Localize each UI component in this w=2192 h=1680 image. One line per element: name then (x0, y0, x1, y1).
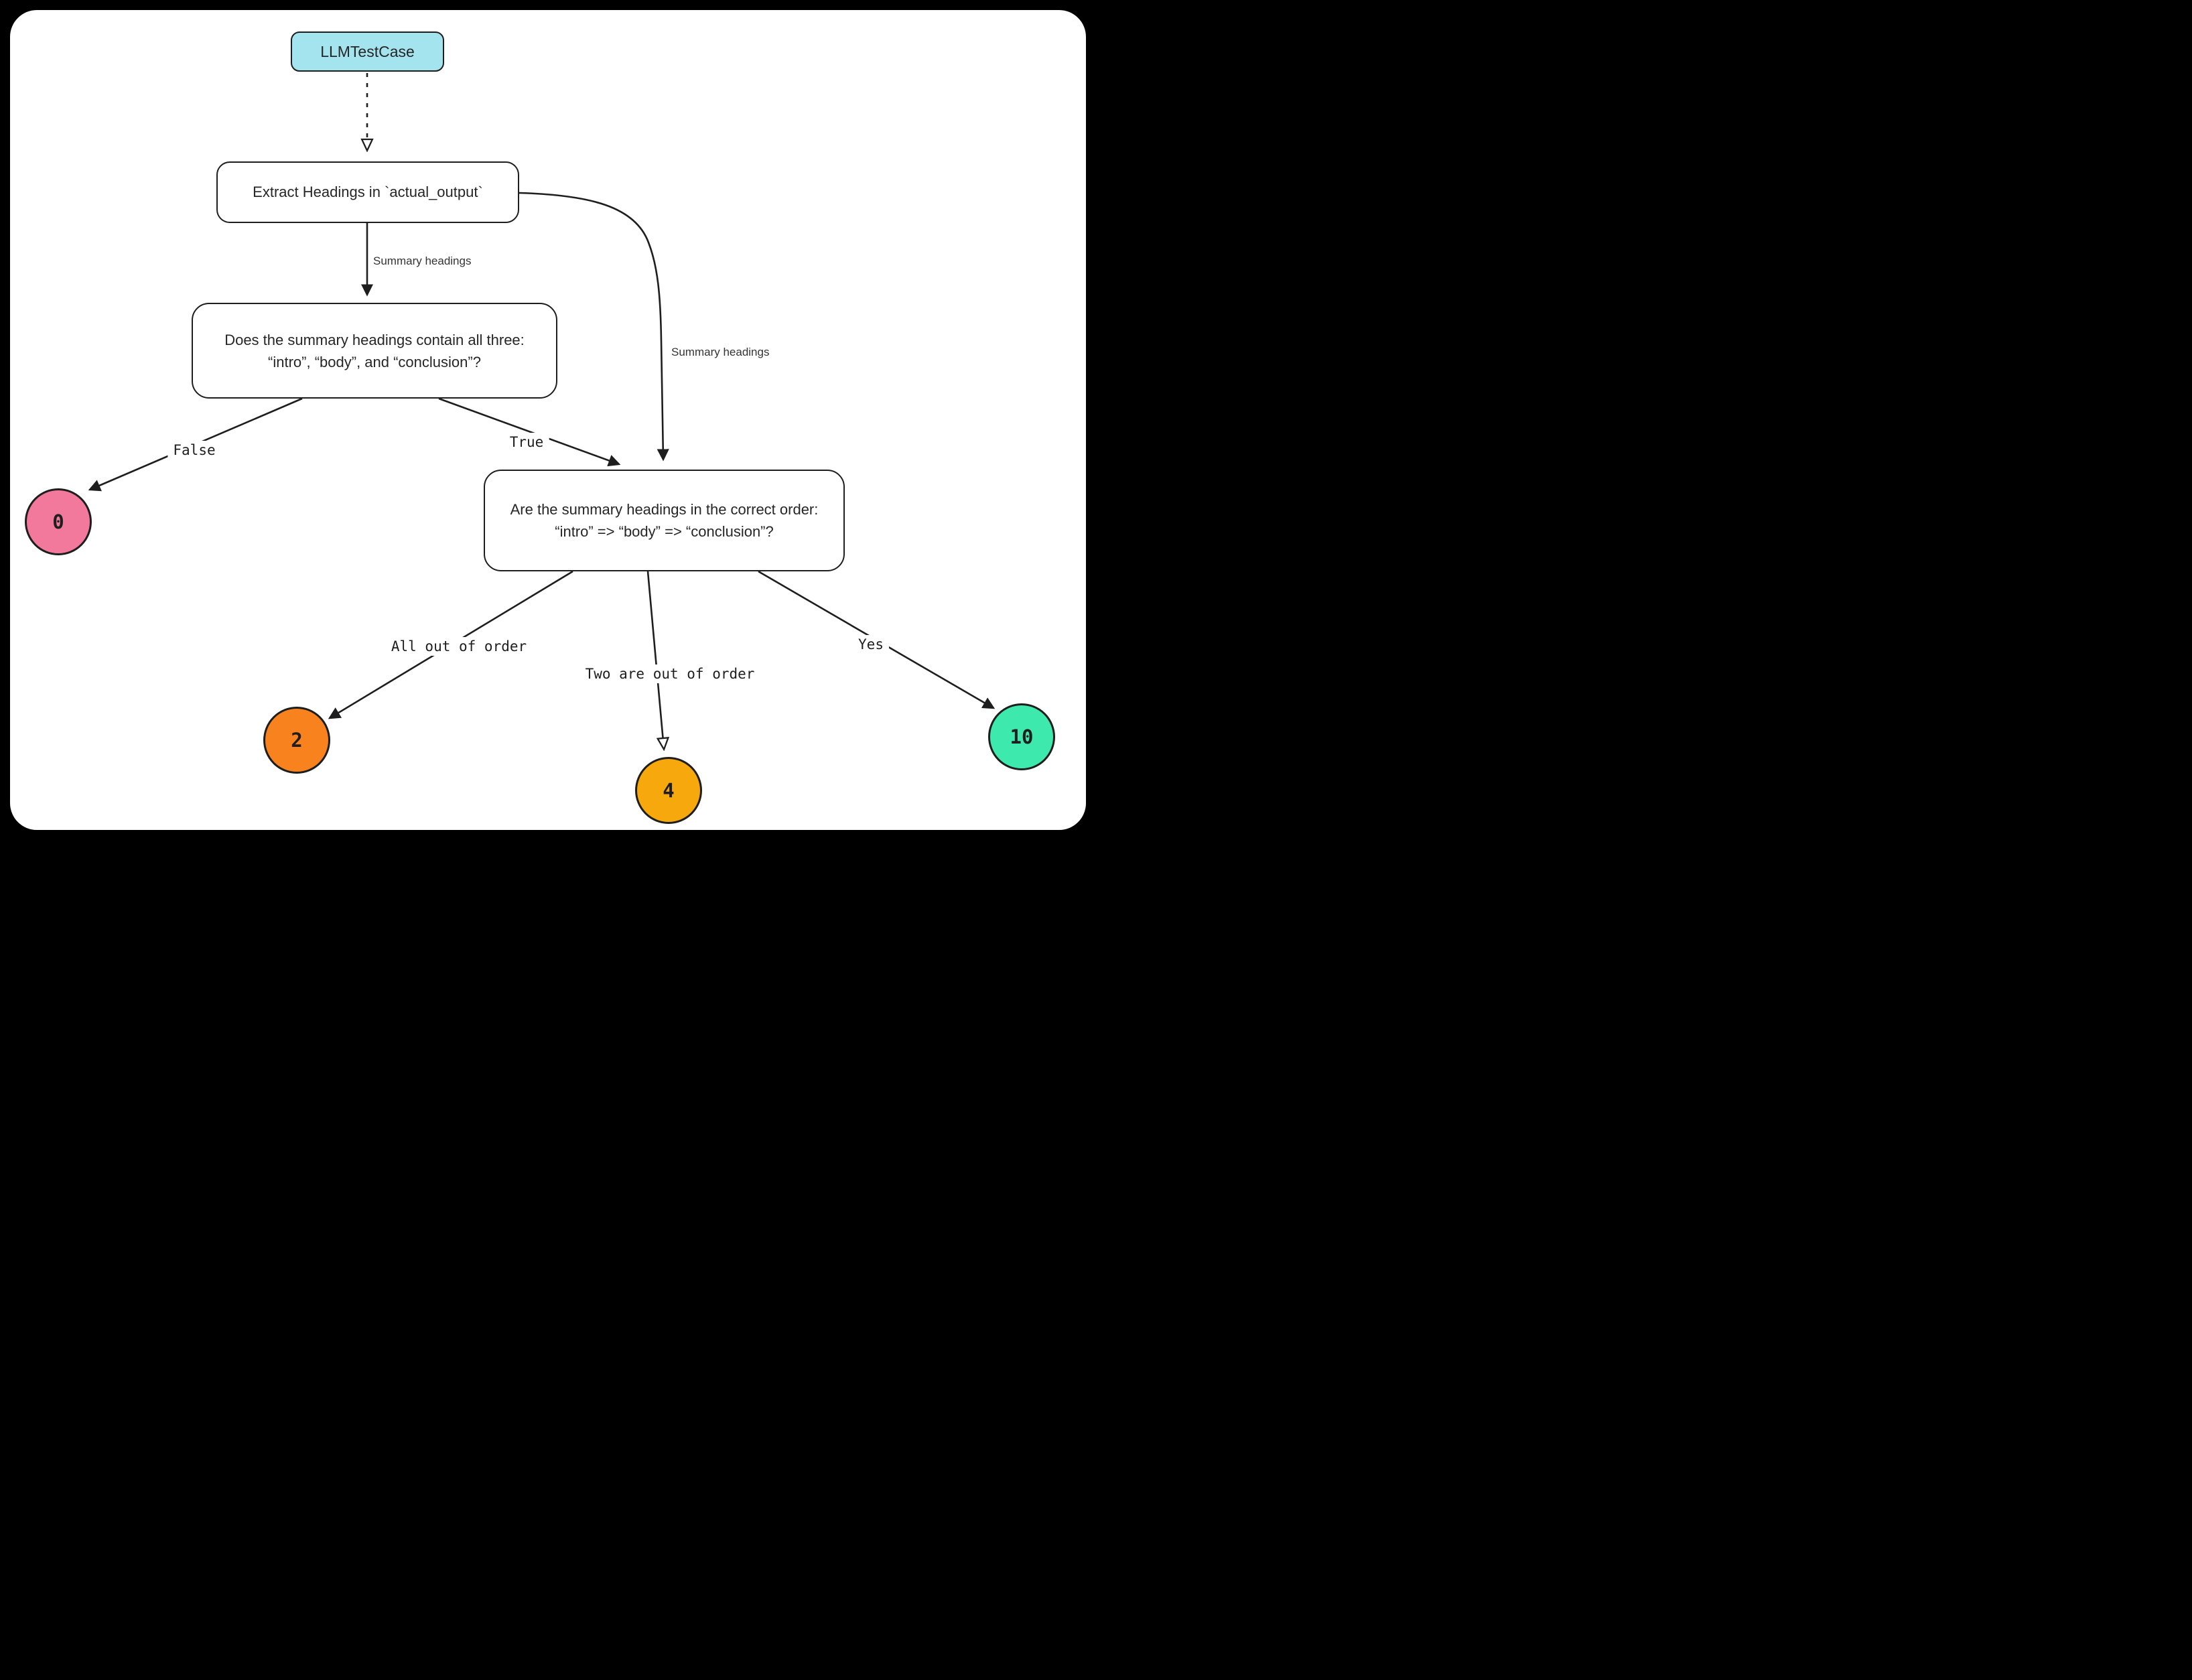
score-node-4: 4 (635, 757, 702, 824)
node-order-check: Are the summary headings in the correct … (484, 470, 845, 571)
score-node-10-value: 10 (1010, 725, 1034, 748)
node-contains-check-line1: Does the summary headings contain all th… (224, 331, 525, 348)
node-extract-headings: Extract Headings in `actual_output` (216, 161, 519, 223)
edge-label-summary-headings-left: Summary headings (370, 254, 475, 269)
edge-label-false: False (167, 441, 221, 460)
edge-true-to-order (438, 397, 621, 467)
edge-label-all-out-of-order: All out of order (385, 637, 533, 656)
node-order-check-line1: Are the summary headings in the correct … (510, 501, 819, 518)
diagram-stage: LLMTestCase Extract Headings in `actual_… (0, 0, 1096, 840)
diagram-canvas (10, 10, 1086, 830)
score-node-2: 2 (263, 707, 330, 774)
edge-label-yes: Yes (853, 635, 889, 654)
score-node-0: 0 (25, 488, 92, 555)
edge-extract-to-order-curve (519, 192, 669, 462)
edge-label-two-out-of-order: Two are out of order (579, 664, 760, 683)
edge-twoout-to-score4 (646, 571, 664, 749)
score-node-0-value: 0 (52, 510, 64, 533)
edge-label-summary-headings-right: Summary headings (668, 345, 773, 360)
score-node-2-value: 2 (291, 729, 303, 752)
score-node-10: 10 (988, 703, 1055, 770)
node-llm-test-case: LLMTestCase (291, 31, 444, 72)
node-contains-check-line2: “intro”, “body”, and “conclusion”? (268, 353, 481, 370)
node-contains-check: Does the summary headings contain all th… (192, 303, 557, 399)
node-order-check-line2: “intro” => “body” => “conclusion”? (555, 523, 774, 540)
edges-layer (88, 73, 996, 840)
node-llm-test-case-label: LLMTestCase (320, 42, 415, 60)
node-extract-headings-label: Extract Headings in `actual_output` (253, 184, 483, 200)
score-node-4-value: 4 (663, 779, 675, 802)
edge-label-true: True (504, 433, 549, 451)
